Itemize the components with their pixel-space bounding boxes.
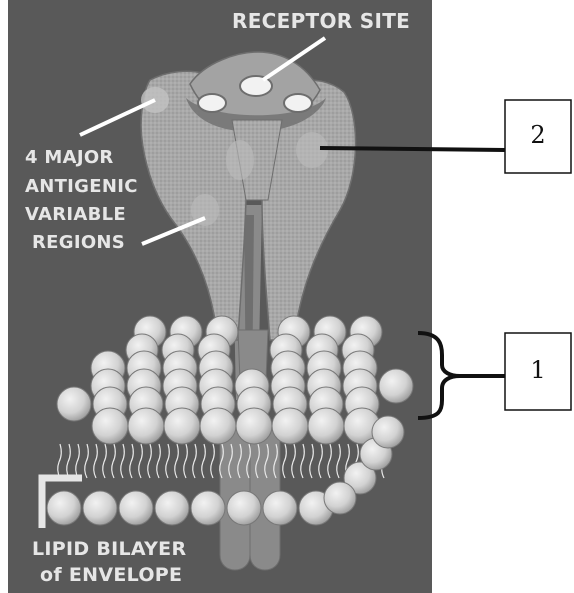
lipid-head (227, 491, 261, 525)
svg-text:LIPID BILAYER: LIPID BILAYER (32, 538, 186, 560)
svg-text:4 MAJOR: 4 MAJOR (25, 147, 114, 168)
lipid-head (57, 387, 91, 421)
lipid-head (200, 408, 236, 444)
callout-2-leader (320, 148, 505, 150)
callout-2-number: 2 (530, 121, 545, 149)
lipid-head (191, 491, 225, 525)
svg-text:of ENVELOPE: of ENVELOPE (40, 564, 182, 586)
lipid-head (83, 491, 117, 525)
svg-text:REGIONS: REGIONS (32, 232, 125, 253)
svg-text:ANTIGENIC: ANTIGENIC (25, 176, 138, 197)
lipid-head (263, 491, 297, 525)
callout-1-number: 1 (530, 356, 545, 384)
receptor-pocket (198, 94, 226, 112)
lipid-head (372, 416, 404, 448)
lipid-head (92, 408, 128, 444)
lipid-head (272, 408, 308, 444)
lipid-head (308, 408, 344, 444)
svg-text:VARIABLE: VARIABLE (25, 204, 126, 225)
lipid-head (379, 369, 413, 403)
receptor-pocket (284, 94, 312, 112)
lipid-head (119, 491, 153, 525)
lipid-head (164, 408, 200, 444)
lipid-head (128, 408, 164, 444)
lipid-head (236, 408, 272, 444)
lipid-head (47, 491, 81, 525)
receptor-site-label: RECEPTOR SITE (232, 9, 410, 33)
lipid-head (324, 482, 356, 514)
lipid-head (155, 491, 189, 525)
